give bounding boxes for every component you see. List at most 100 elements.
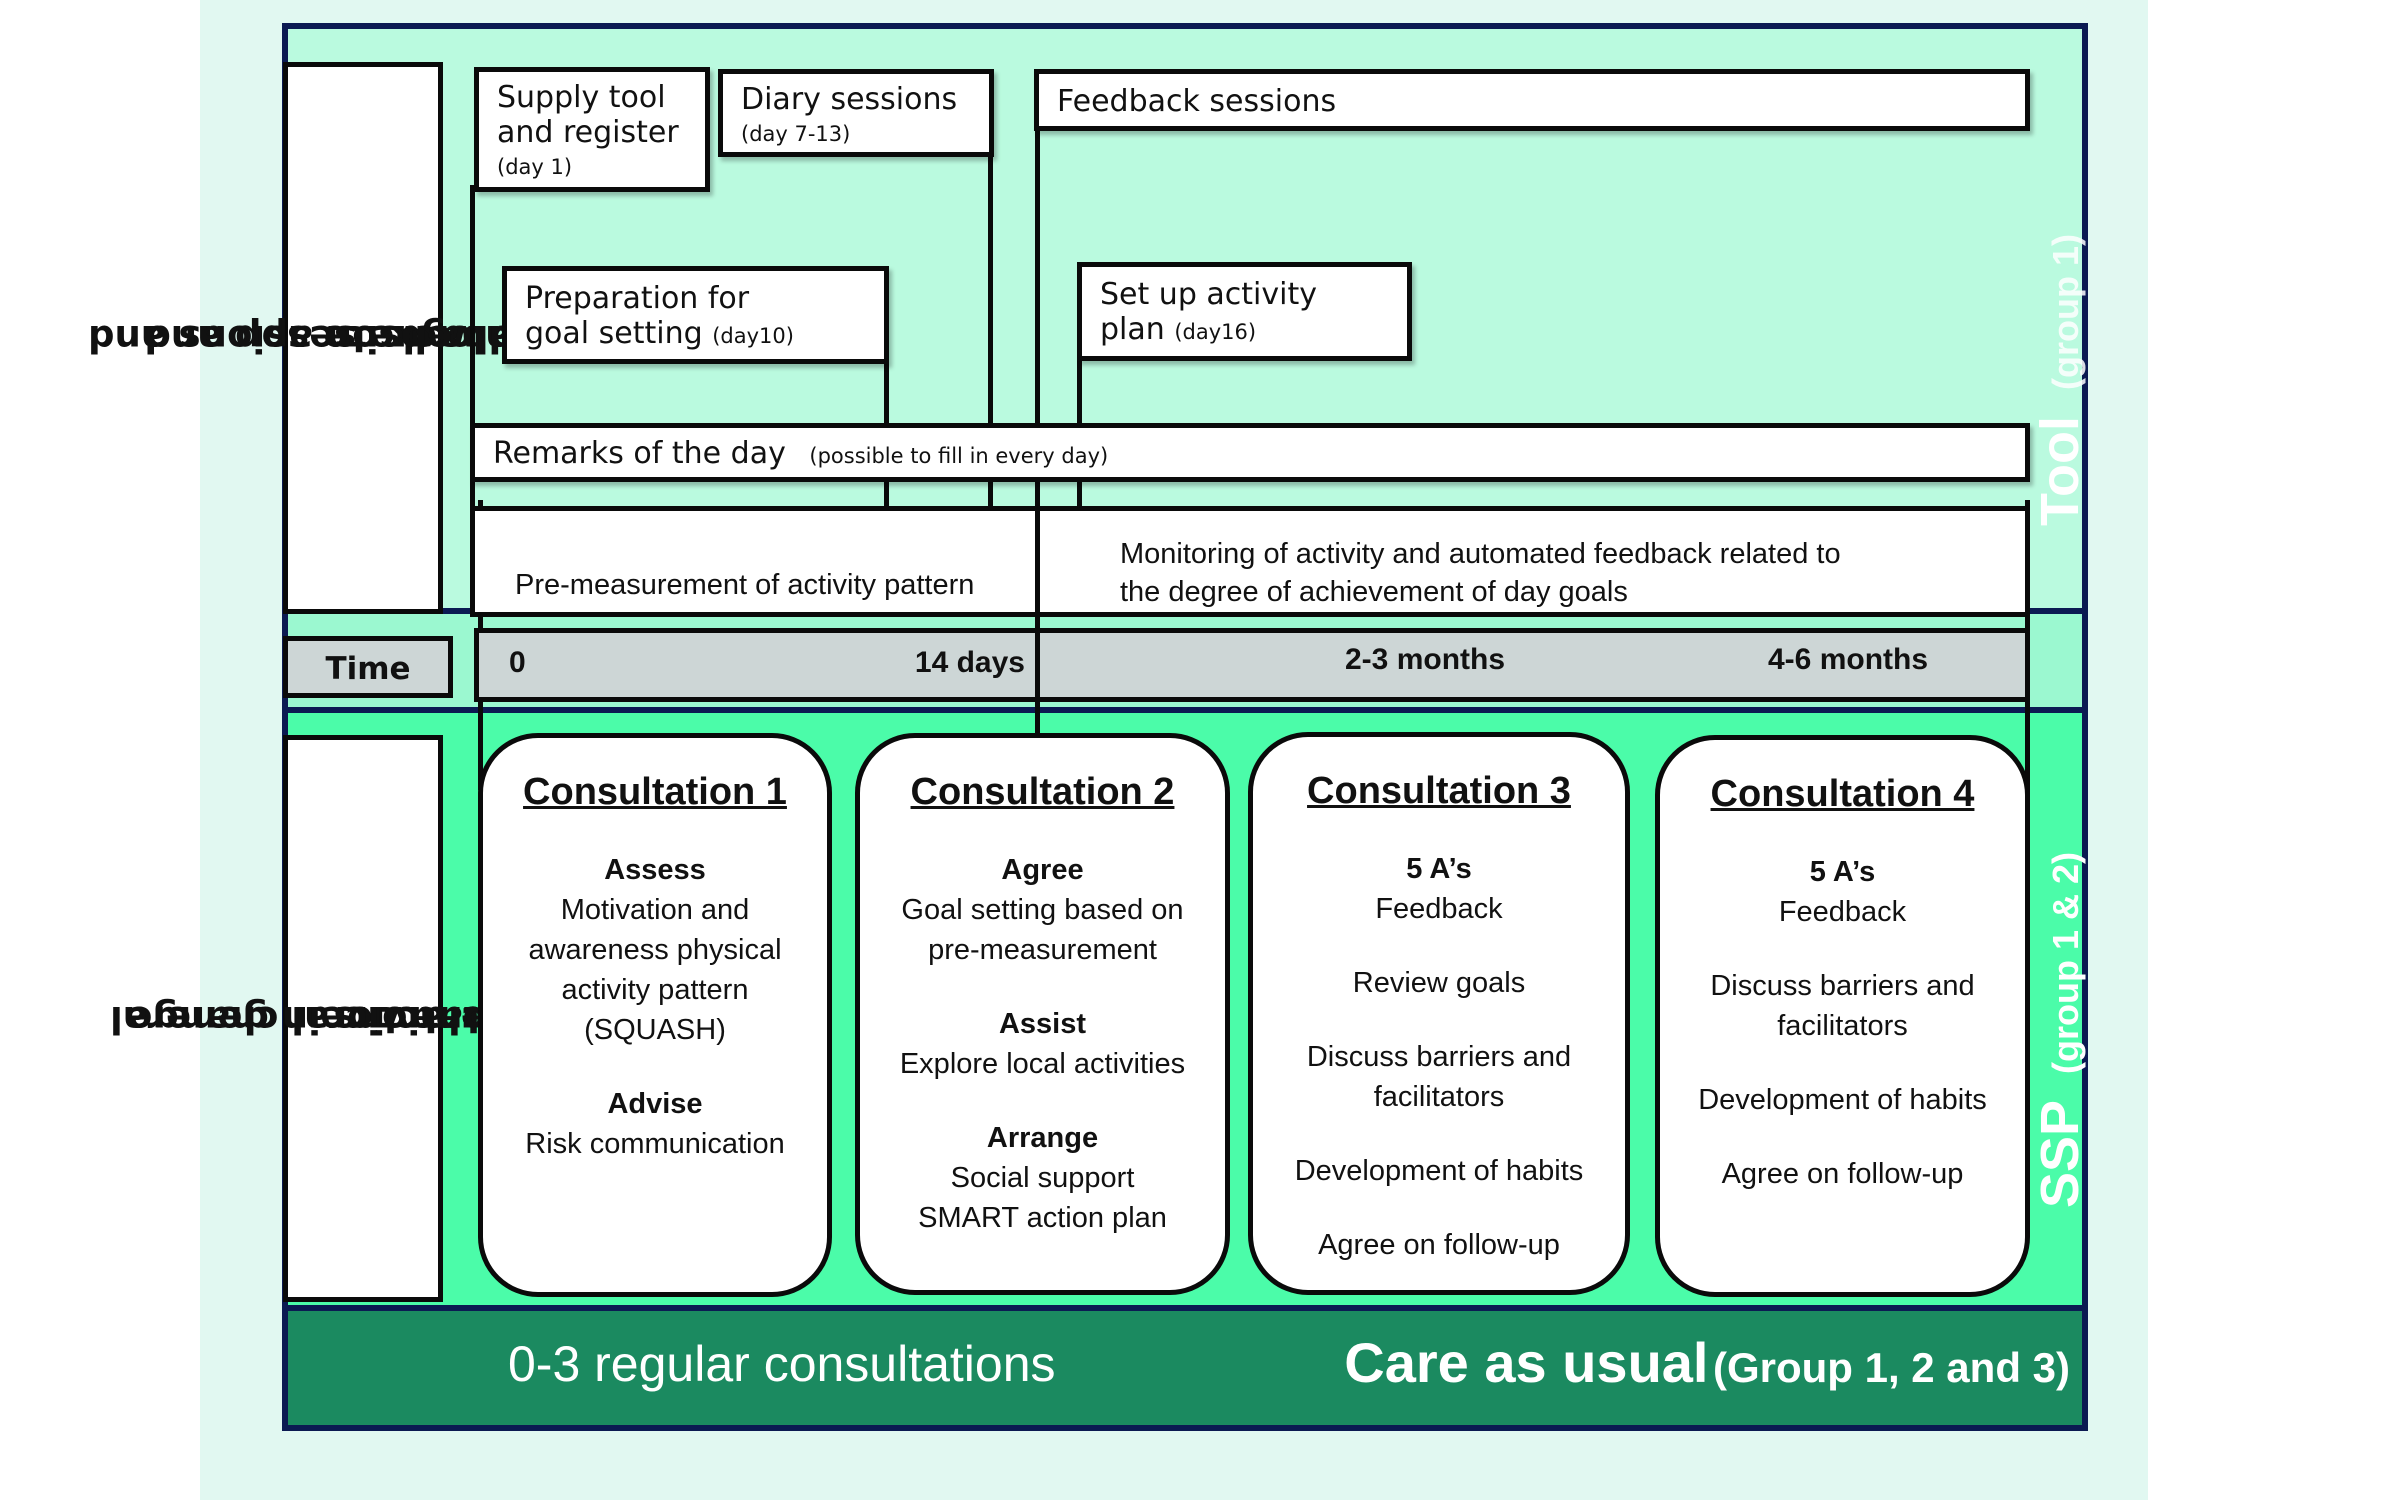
monitoring-box: Monitoring of activity and automated fee… bbox=[1035, 506, 2030, 617]
timeline-bar-late: 2-3 months 4-6 months bbox=[1035, 628, 2030, 702]
tool-zone-title: Tool bbox=[2030, 416, 2090, 526]
timeline-bar-early: 0 14 days bbox=[474, 628, 1040, 702]
care-zone-divider bbox=[288, 1305, 2082, 1311]
consultation-step-heading: Assess bbox=[604, 854, 706, 886]
tool-zone-group: (group 1) bbox=[2045, 234, 2086, 391]
ssp-side-label: Behavioral change consultations in gener… bbox=[110, 735, 616, 1302]
consultation-step-text: Goal setting based on bbox=[901, 894, 1184, 926]
time-marker: 0 bbox=[509, 646, 526, 679]
connector-line bbox=[988, 150, 993, 510]
care-as-usual-groups: (Group 1, 2 and 3) bbox=[1712, 1344, 2070, 1391]
monitoring-line: the degree of achievement of day goals bbox=[1120, 576, 1628, 608]
time-marker: 2-3 months bbox=[1345, 643, 1506, 676]
tool-zone-label: Tool (group 1) bbox=[2030, 180, 2090, 580]
consultation-step: Development of habits bbox=[1253, 1151, 1625, 1191]
consultation-step-text: Social support bbox=[950, 1162, 1135, 1194]
consultation-step: Discuss barriers and facilitators bbox=[1253, 1037, 1625, 1117]
connector-line bbox=[470, 185, 475, 510]
regular-consultations-text: 0-3 regular consultations bbox=[508, 1336, 1056, 1392]
remarks-note: (possible to fill in every day) bbox=[809, 444, 1109, 468]
ssp-zone-title: SSP bbox=[2030, 1099, 2090, 1209]
pre-measurement-text: Pre-measurement of activity pattern bbox=[515, 569, 975, 601]
setup-activity-note: (day16) bbox=[1174, 320, 1257, 344]
consultation-step-text: Motivation and bbox=[560, 894, 750, 926]
setup-activity-box: Set up activity plan (day16) bbox=[1077, 262, 1412, 361]
consultation-step-text: Review goals bbox=[1352, 967, 1526, 999]
consultation-step-text: (SQUASH) bbox=[584, 1014, 726, 1046]
time-marker: 14 days bbox=[914, 646, 1025, 679]
preparation-line: Preparation for bbox=[525, 281, 750, 316]
consultation-step-text: Agree on follow-up bbox=[1318, 1229, 1560, 1261]
time-label-box: Time bbox=[283, 636, 453, 698]
consultation-step-text: Feedback bbox=[1778, 896, 1907, 928]
consultation-step-text: Discuss barriers and bbox=[1306, 1041, 1572, 1073]
time-label: Time bbox=[325, 651, 411, 687]
consultation-step-heading: Agree bbox=[1001, 854, 1084, 886]
consultation-step-text: Agree on follow-up bbox=[1721, 1158, 1964, 1190]
diary-sessions-title: Diary sessions bbox=[741, 82, 958, 117]
consultation-title: Consultation 4 bbox=[1710, 773, 1975, 815]
consultation-step-text: Development of habits bbox=[1294, 1155, 1584, 1187]
remarks-bar: Remarks of the day (possible to fill in … bbox=[470, 423, 2030, 482]
consultation-step-text: awareness physical bbox=[528, 934, 782, 966]
consultation-step-heading: Assist bbox=[998, 1008, 1087, 1040]
preparation-line: goal setting bbox=[525, 316, 703, 351]
consultation-step: Discuss barriers and facilitators bbox=[1660, 966, 2025, 1046]
consultation-step-text: facilitators bbox=[1373, 1081, 1505, 1113]
feedback-sessions-box: Feedback sessions bbox=[1034, 69, 2030, 131]
care-as-usual-bar bbox=[288, 1311, 2082, 1425]
consultation-step-text: SMART action plan bbox=[918, 1202, 1167, 1234]
consultation-title: Consultation 1 bbox=[523, 771, 787, 813]
consultation-step-text: Discuss barriers and bbox=[1710, 970, 1975, 1002]
ssp-zone-label: SSP (group 1 & 2) bbox=[2030, 800, 2090, 1260]
supply-tool-note: (day 1) bbox=[497, 155, 573, 179]
consultation-step-heading: 5 A’s bbox=[1406, 853, 1472, 885]
consultation-step-heading: Advise bbox=[607, 1088, 703, 1120]
care-as-usual-label: Care as usual (Group 1, 2 and 3) bbox=[1344, 1330, 2070, 1395]
time-marker: 4-6 months bbox=[1768, 643, 1929, 676]
monitoring-line: Monitoring of activity and automated fee… bbox=[1120, 538, 1841, 570]
consultation-step-text: activity pattern bbox=[561, 974, 749, 1006]
consultation-step-heading: 5 A’s bbox=[1809, 856, 1876, 888]
consultation-step-text: pre-measurement bbox=[928, 934, 1157, 966]
preparation-box: Preparation for goal setting (day10) bbox=[502, 266, 889, 364]
setup-activity-line: Set up activity bbox=[1100, 277, 1317, 312]
remarks-title: Remarks of the day bbox=[493, 436, 786, 471]
consultation-title: Consultation 2 bbox=[910, 771, 1175, 813]
setup-activity-line: plan bbox=[1100, 312, 1165, 347]
consultation-step: Agree on follow-up bbox=[1660, 1154, 2025, 1194]
consultation-step-text: facilitators bbox=[1777, 1010, 1908, 1042]
consultation-step-heading: Arrange bbox=[986, 1122, 1099, 1154]
preparation-note: (day10) bbox=[712, 324, 794, 348]
feedback-sessions-title: Feedback sessions bbox=[1057, 84, 1337, 119]
consultation-step: Review goals bbox=[1253, 963, 1625, 1003]
diary-sessions-note: (day 7-13) bbox=[741, 122, 851, 146]
consultation-step-text: Explore local activities bbox=[899, 1048, 1186, 1080]
consultation-step-text: Feedback bbox=[1375, 893, 1503, 925]
ssp-zone-group: (group 1 & 2) bbox=[2045, 851, 2086, 1074]
supply-tool-box: Supply tool and register (day 1) bbox=[474, 67, 710, 192]
care-as-usual-title: Care as usual bbox=[1344, 1331, 1709, 1394]
diary-sessions-box: Diary sessions (day 7-13) bbox=[718, 69, 994, 157]
pre-measurement-box: Pre-measurement of activity pattern bbox=[470, 506, 1040, 617]
tool-side-label: Dialogue sessions and feedback on app an… bbox=[88, 62, 581, 614]
ssp-zone-divider bbox=[288, 707, 2082, 713]
consultation-step-text: Risk communication bbox=[525, 1128, 785, 1160]
consultation-step: Development of habits bbox=[1660, 1080, 2025, 1120]
consultation-step: Agree on follow-up bbox=[1253, 1225, 1625, 1265]
supply-tool-line: and register bbox=[497, 115, 679, 150]
consultation-step-text: Development of habits bbox=[1698, 1084, 1987, 1116]
supply-tool-line: Supply tool bbox=[497, 80, 666, 115]
consultation-title: Consultation 3 bbox=[1307, 770, 1571, 812]
